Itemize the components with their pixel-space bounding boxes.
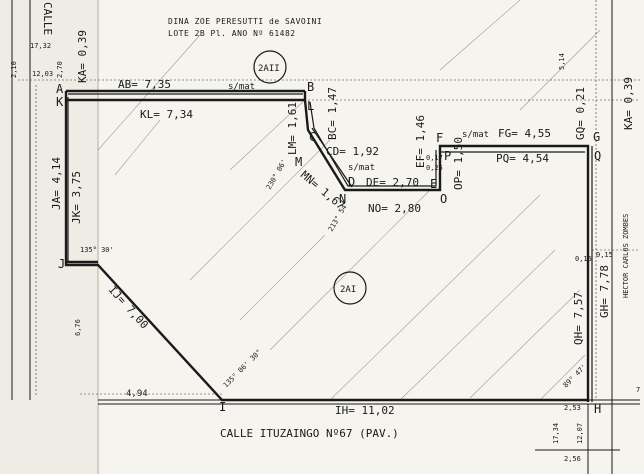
dim-253: 2,53 — [564, 404, 581, 412]
smat-cd: s/mat — [348, 163, 375, 173]
dim-ka-right: KA= 0,39 — [622, 77, 635, 130]
point-n: N — [339, 192, 346, 206]
dim-ih: IH= 11,02 — [335, 404, 395, 417]
angle-i: 135° 06' 30" — [222, 348, 263, 389]
angle-h: 89° 47' — [562, 363, 589, 390]
point-labels: A K B L C M D N E O F P G Q H I J — [56, 80, 601, 416]
dim-ef: EF= 1,46 — [414, 115, 427, 168]
point-g: G — [593, 130, 600, 144]
smat-fg: s/mat — [462, 130, 489, 140]
left-paper-strip — [0, 0, 98, 474]
point-l: L — [307, 99, 314, 113]
point-q: Q — [594, 149, 601, 163]
dim-bc: BC= 1,47 — [326, 87, 339, 140]
dim-270: 2,70 — [56, 61, 64, 78]
point-m: M — [295, 155, 302, 169]
lot-2aii-marker: 2AII — [253, 50, 287, 84]
lot-2aii-label: 2AII — [258, 64, 280, 74]
dim-1732: 17,32 — [30, 42, 51, 50]
dim-ja: JA= 4,14 — [50, 157, 63, 210]
dim-514: 5,14 — [558, 53, 566, 70]
point-b: B — [307, 80, 314, 94]
dim-gq: GQ= 0,21 — [574, 87, 587, 140]
dim-kl: KL= 7,34 — [140, 108, 193, 121]
dim-1203: 12,03 — [32, 70, 53, 78]
dim-1734: 17,34 — [552, 423, 560, 444]
dim-017: 0,17 — [426, 154, 443, 162]
dim-de: DE= 2,70 — [366, 176, 419, 189]
dim-210: 2,10 — [10, 61, 18, 78]
dim-256: 2,56 — [564, 455, 581, 463]
parcel-outline — [64, 89, 590, 402]
smat-ab: s/mat — [228, 82, 255, 92]
street-right: HECTOR CARLOS ZOMBES — [622, 214, 630, 298]
dim-jk: JK= 3,75 — [70, 171, 83, 224]
parcel-inner-lines — [67, 93, 593, 402]
point-a: A — [56, 82, 64, 96]
dim-676: 6,76 — [74, 319, 82, 336]
dim-gh: GH= 7,78 — [598, 265, 611, 318]
dim-015b: 0,15 — [596, 251, 613, 259]
point-k: K — [56, 95, 64, 109]
dim-no: NO= 2,80 — [368, 202, 421, 215]
lot-2ai-marker: 2AI — [333, 271, 367, 305]
dim-ij: IJ= 7,00 — [106, 283, 151, 331]
dim-025: 0,25 — [426, 164, 443, 172]
point-i: I — [219, 400, 226, 414]
owner-name: DINA ZOE PERESUTTI de SAVOINI — [168, 17, 322, 26]
angle-j: 135° 30' — [80, 246, 114, 254]
dim-op: OP= 1,50 — [452, 137, 465, 190]
point-p: P — [444, 149, 451, 163]
hatching — [97, 0, 601, 401]
dim-pq: PQ= 4,54 — [496, 152, 549, 165]
dim-ab: AB= 7,35 — [118, 78, 171, 91]
street-left: CALLE — [41, 2, 54, 35]
lot-reference: LOTE 2B Pl. ANO Nº 61482 — [168, 29, 296, 38]
dim-lm: LM= 1,61 — [286, 102, 299, 155]
point-o: O — [440, 192, 447, 206]
point-e: E — [430, 177, 437, 191]
dim-494: 4,94 — [126, 389, 148, 399]
point-j: J — [58, 257, 65, 271]
dim-fg: FG= 4,55 — [498, 127, 551, 140]
street-bottom: CALLE ITUZAINGO Nº67 (PAV.) — [220, 427, 399, 440]
dim-qh: QH= 7,57 — [572, 292, 585, 345]
street-lines — [11, 0, 640, 474]
dim-015: 0,15 — [575, 255, 592, 263]
point-f: F — [436, 131, 443, 145]
angle-m: 230° 06' — [265, 158, 289, 191]
dim-ka: KA= 0,39 — [76, 30, 89, 83]
lot-2ai-label: 2AI — [340, 285, 356, 295]
dim-7: 7 — [636, 386, 640, 394]
dim-1207: 12,07 — [576, 423, 584, 444]
point-h: H — [594, 402, 601, 416]
point-c: C — [309, 130, 316, 144]
point-d: D — [348, 175, 355, 189]
dim-cd: CD= 1,92 — [326, 145, 379, 158]
